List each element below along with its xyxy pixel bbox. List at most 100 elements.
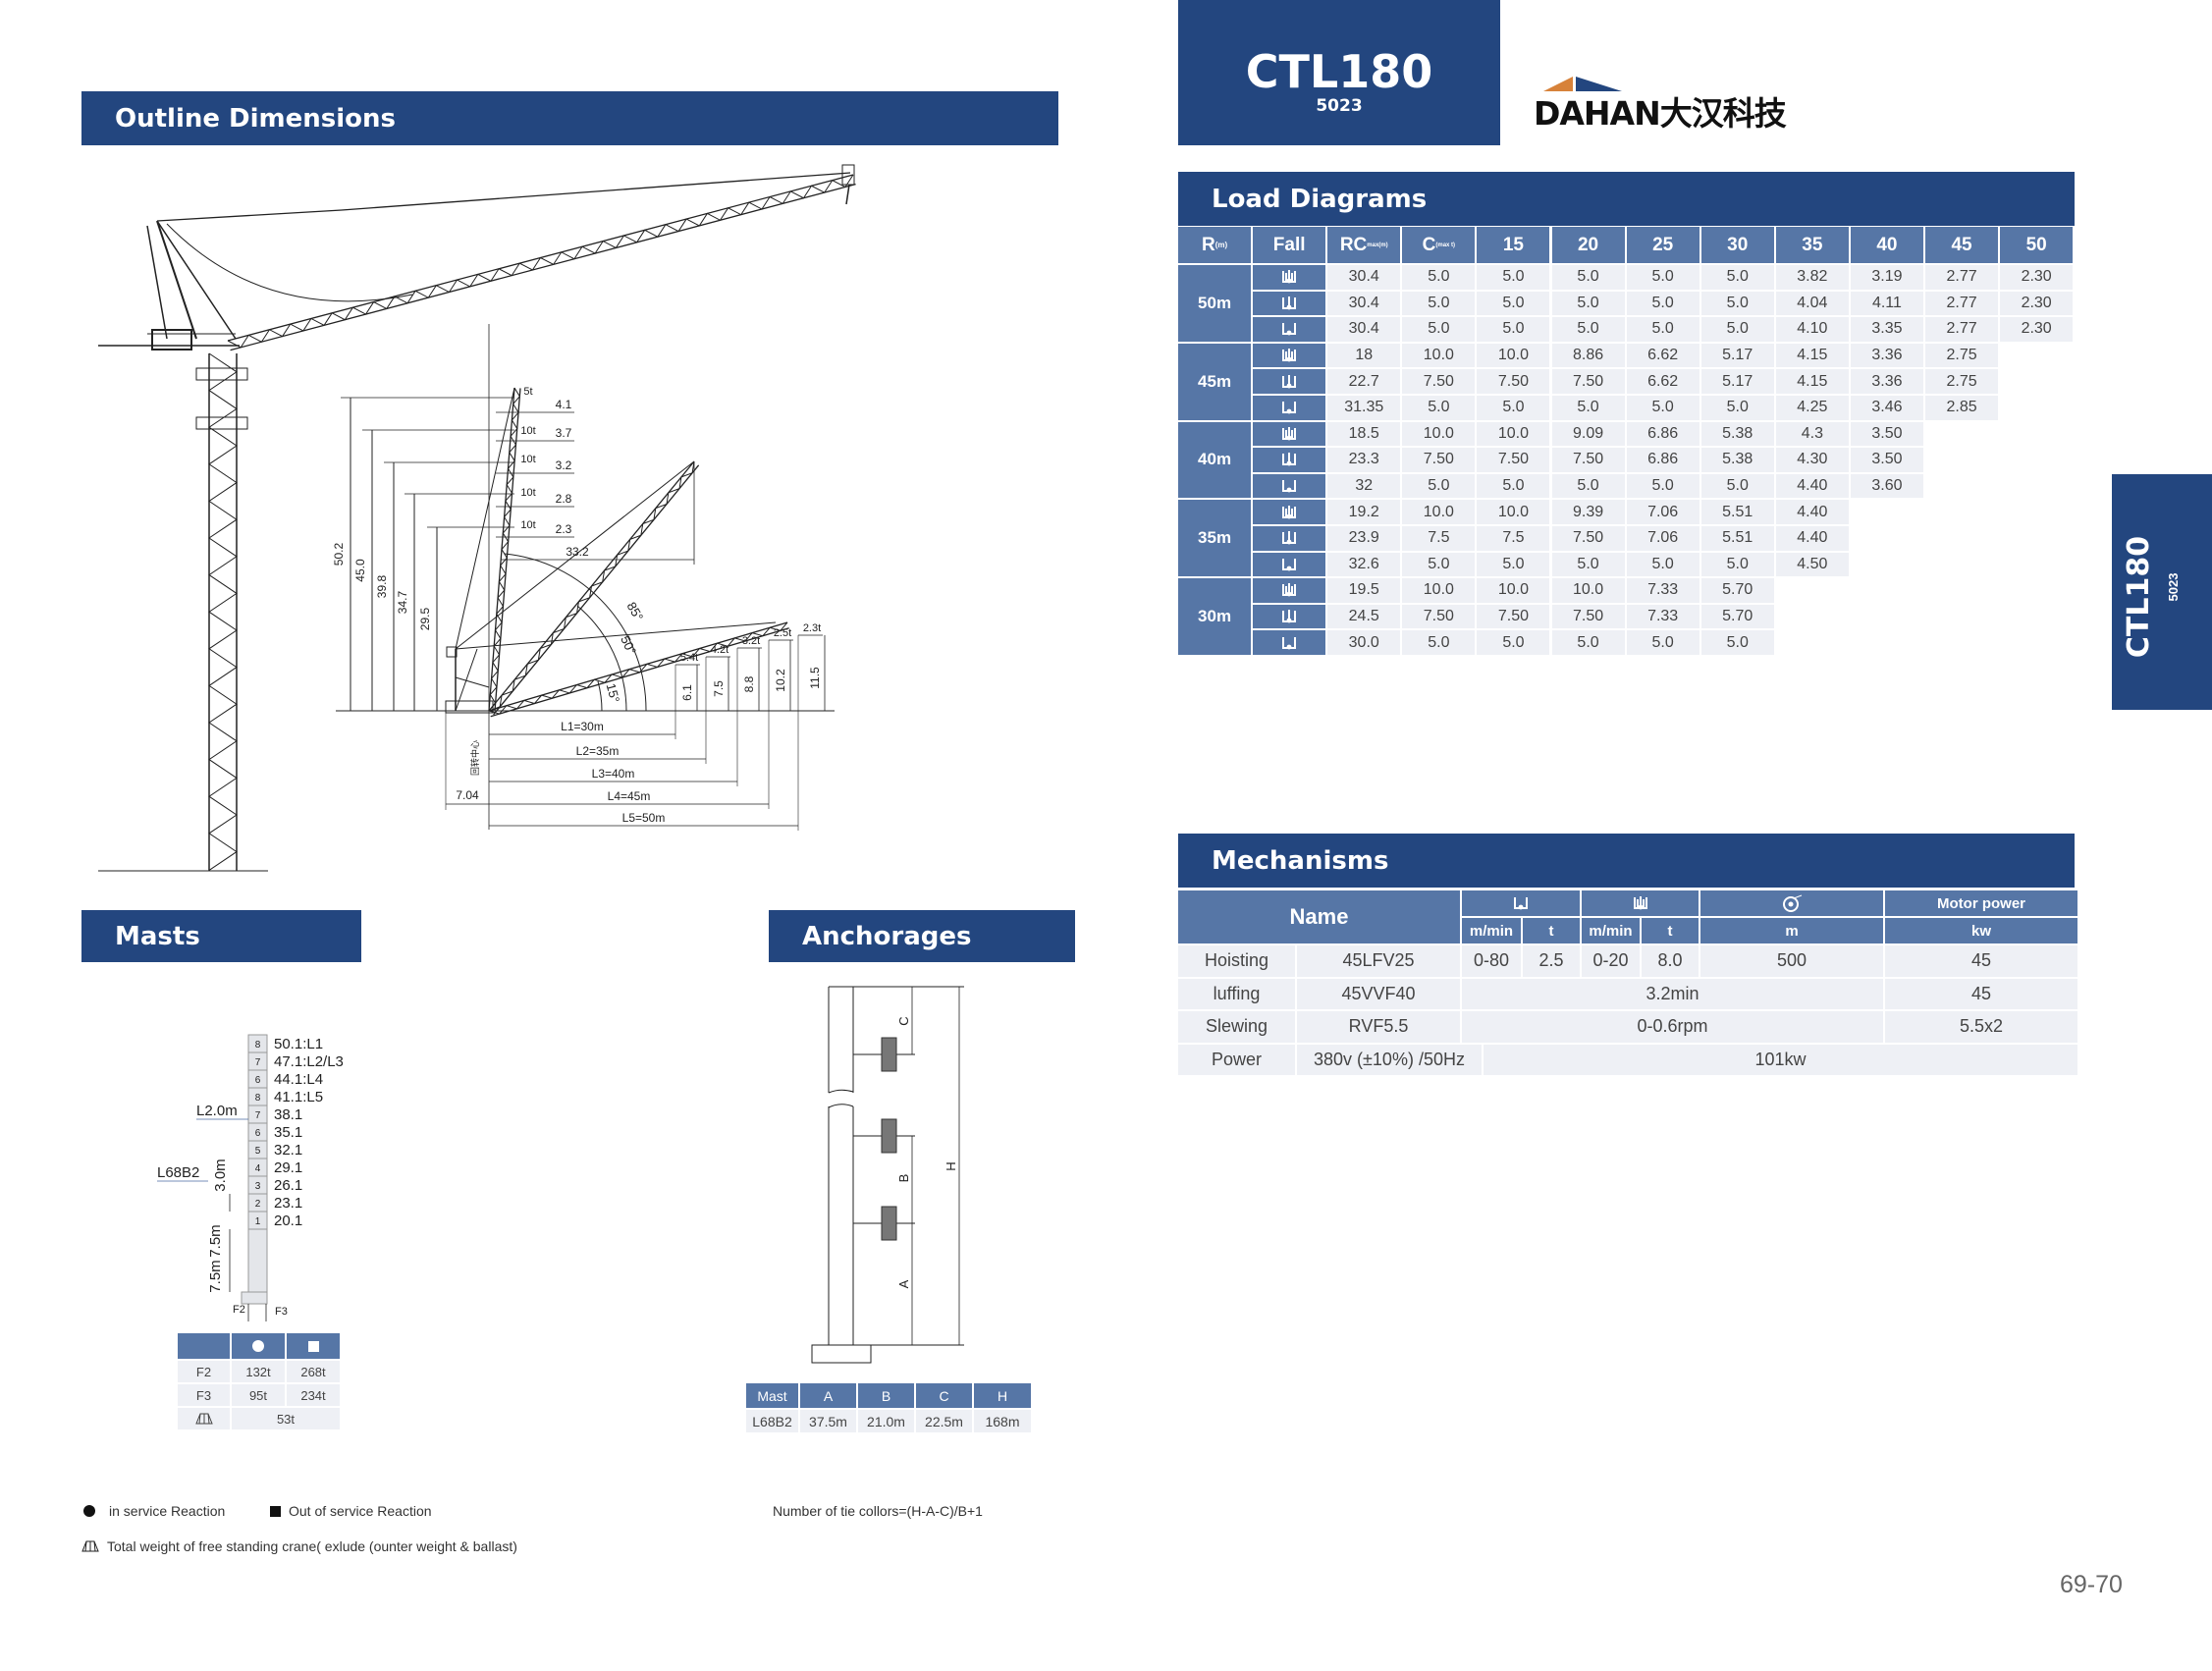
jib-tie [156, 209, 343, 222]
anchorage-dimension-label: B [896, 1174, 911, 1183]
tip-height-label: 6.1 [680, 684, 694, 701]
4-fall-icon [1282, 505, 1297, 519]
load-value: 5.0 [1551, 265, 1627, 292]
load-value: 5.38 [1700, 421, 1776, 449]
slewing-center-label: 回转中心 [469, 740, 480, 776]
header-radius-40: 40 [1850, 227, 1925, 265]
mast-height-label: 29.1 [274, 1159, 302, 1176]
tip-load-label: 5.4t [680, 652, 698, 664]
in-service-value: 132t [232, 1361, 287, 1384]
load-value: 7.50 [1551, 526, 1627, 553]
header-fall: Fall [1253, 227, 1328, 265]
2-fall-icon [1282, 402, 1297, 414]
boom-tie [455, 621, 777, 650]
tip-load-label: 2.3t [803, 622, 821, 634]
load-value: 4.40 [1775, 526, 1851, 553]
a-frame [455, 648, 478, 712]
load-value: 5.0 [1477, 473, 1552, 501]
a-frame [156, 220, 237, 340]
header-drum [1700, 890, 1885, 918]
load-value: 5.0 [1477, 552, 1552, 579]
vertical-load-label: 10t [520, 519, 535, 531]
mast-height-label: 26.1 [274, 1177, 302, 1194]
load-value: 7.50 [1477, 369, 1552, 396]
rc-value: 24.5 [1327, 604, 1403, 631]
main-jib [227, 174, 854, 349]
hoist-rope [166, 223, 413, 302]
header-radius-20: 20 [1551, 227, 1627, 265]
load-value: 3.60 [1850, 473, 1925, 501]
load-value: 5.51 [1700, 526, 1776, 553]
c-value: 5.0 [1402, 552, 1478, 579]
anchorage-dimension-label: A [896, 1279, 911, 1288]
c-value: 7.5 [1402, 526, 1478, 553]
load-value: 5.0 [1700, 552, 1776, 579]
logo-roof-icon [1543, 77, 1622, 91]
load-value: 10.0 [1477, 578, 1552, 605]
c-value: 10.0 [1402, 578, 1478, 605]
mast-height-label: 35.1 [274, 1124, 302, 1141]
filled-circle-icon [83, 1505, 95, 1517]
load-value: 5.0 [1626, 317, 1701, 344]
c-value: 5.0 [1402, 291, 1478, 318]
mast-dimension-label: 7.5m [207, 1224, 224, 1257]
load-value: 5.0 [1477, 291, 1552, 318]
4-fall-icon [1282, 270, 1297, 284]
mast-section-number: 6 [255, 1128, 261, 1139]
load-value: 4.15 [1775, 369, 1851, 396]
foundation [811, 1344, 872, 1364]
filled-square-icon [270, 1505, 281, 1517]
anch-header: H [974, 1383, 1033, 1410]
fall-cell [1253, 500, 1328, 526]
mast-section-number: 7 [255, 1057, 261, 1068]
anch-value: 37.5m [800, 1410, 858, 1434]
radius-label: 2.8 [556, 492, 572, 506]
c-value: 10.0 [1402, 343, 1478, 370]
fall-cell [1253, 265, 1328, 292]
angle-label: 15° [604, 681, 623, 704]
4-fall-icon [1282, 583, 1297, 597]
header-in-service [232, 1333, 287, 1361]
load-value: 5.0 [1477, 630, 1552, 657]
load-value: 7.50 [1551, 448, 1627, 474]
hoisting-kw: 45 [1885, 945, 2079, 979]
load-value: 7.50 [1551, 369, 1627, 396]
header-radius-15: 15 [1477, 227, 1552, 265]
c-value: 7.50 [1402, 448, 1478, 474]
dahan-logo: DAHAN大汉科技 [1534, 74, 1808, 133]
load-value: 4.11 [1850, 291, 1925, 318]
model-block: CTL180 5023 [1178, 0, 1500, 145]
load-value: 4.3 [1775, 421, 1851, 449]
radius-label: 3.7 [556, 426, 572, 440]
length-label: L2=35m [576, 744, 620, 758]
out-service-value: 234t [287, 1384, 342, 1408]
total-weight-value: 53t [232, 1408, 342, 1431]
load-value: 10.0 [1477, 343, 1552, 370]
header-t1: t [1523, 918, 1582, 945]
rc-value: 23.3 [1327, 448, 1403, 474]
load-value: 5.0 [1700, 291, 1776, 318]
header-rc-label: RC [1339, 234, 1368, 255]
legend-out-service: Out of service Reaction [270, 1503, 432, 1519]
length-label: L5=50m [622, 811, 666, 825]
mast-height-label: 38.1 [274, 1106, 302, 1123]
2-fall-mixed-icon [1282, 610, 1297, 623]
legend-total-weight-label: Total weight of free standing crane( exl… [107, 1538, 517, 1554]
a-frame [146, 225, 168, 340]
fall-cell [1253, 343, 1328, 370]
load-value: 5.0 [1551, 291, 1627, 318]
boom-tie [455, 387, 515, 650]
load-value: 5.0 [1551, 317, 1627, 344]
hoisting-load2: 2.5 [1523, 945, 1582, 979]
masts-header: Masts [81, 910, 361, 962]
load-value: 5.0 [1700, 265, 1776, 292]
2-fall-mixed-icon [1282, 296, 1297, 310]
mast-dimension-label: L2.0m [196, 1103, 238, 1119]
anch-header: B [858, 1383, 916, 1410]
luffing-value: 3.2min [1462, 978, 1885, 1011]
mast-section-number: 4 [255, 1163, 261, 1174]
mast-section-number: 1 [255, 1216, 261, 1227]
load-value: 5.0 [1700, 396, 1776, 422]
jib-tie [341, 172, 851, 211]
load-value: 4.10 [1775, 317, 1851, 344]
